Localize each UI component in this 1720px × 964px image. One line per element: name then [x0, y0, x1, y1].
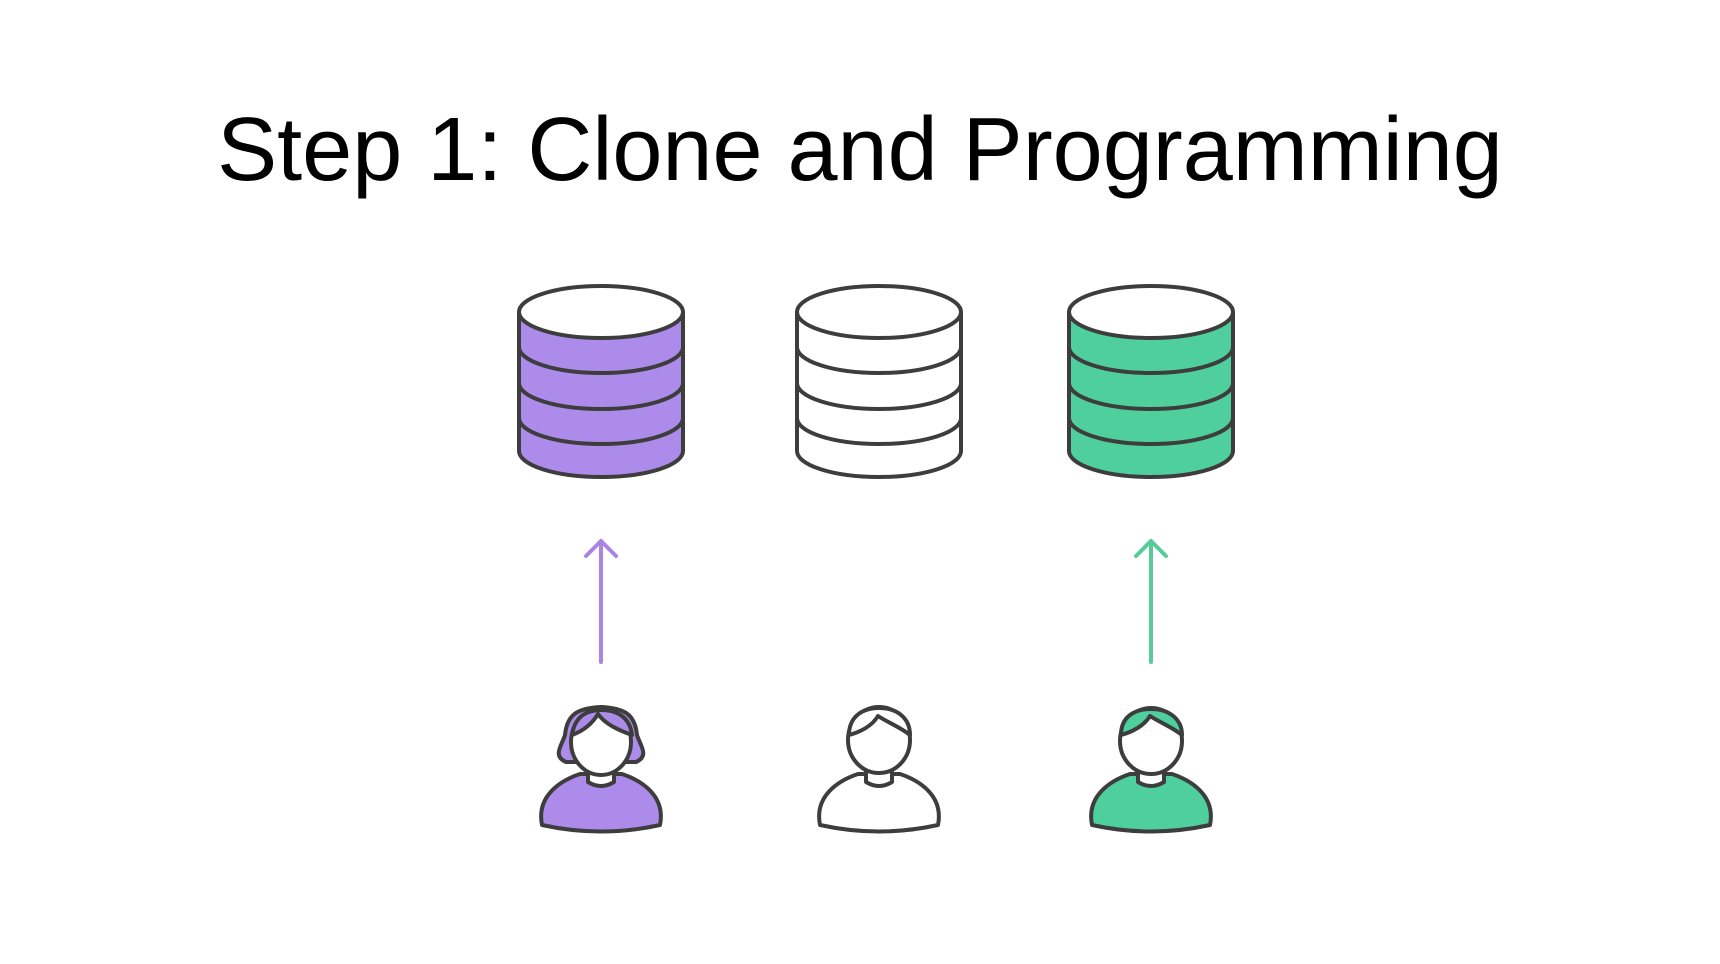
male-user-icon-neutral: [817, 705, 941, 834]
male-user-icon-green: [1089, 706, 1213, 834]
database-icon-purple: [517, 284, 685, 479]
female-user-icon: [539, 705, 663, 834]
arrow-up-icon-purple: [584, 539, 618, 664]
database-icon-green: [1067, 284, 1235, 479]
slide-title: Step 1: Clone and Programming: [217, 100, 1503, 200]
arrow-up-icon-green: [1134, 539, 1168, 664]
database-icon-neutral: [795, 284, 963, 479]
